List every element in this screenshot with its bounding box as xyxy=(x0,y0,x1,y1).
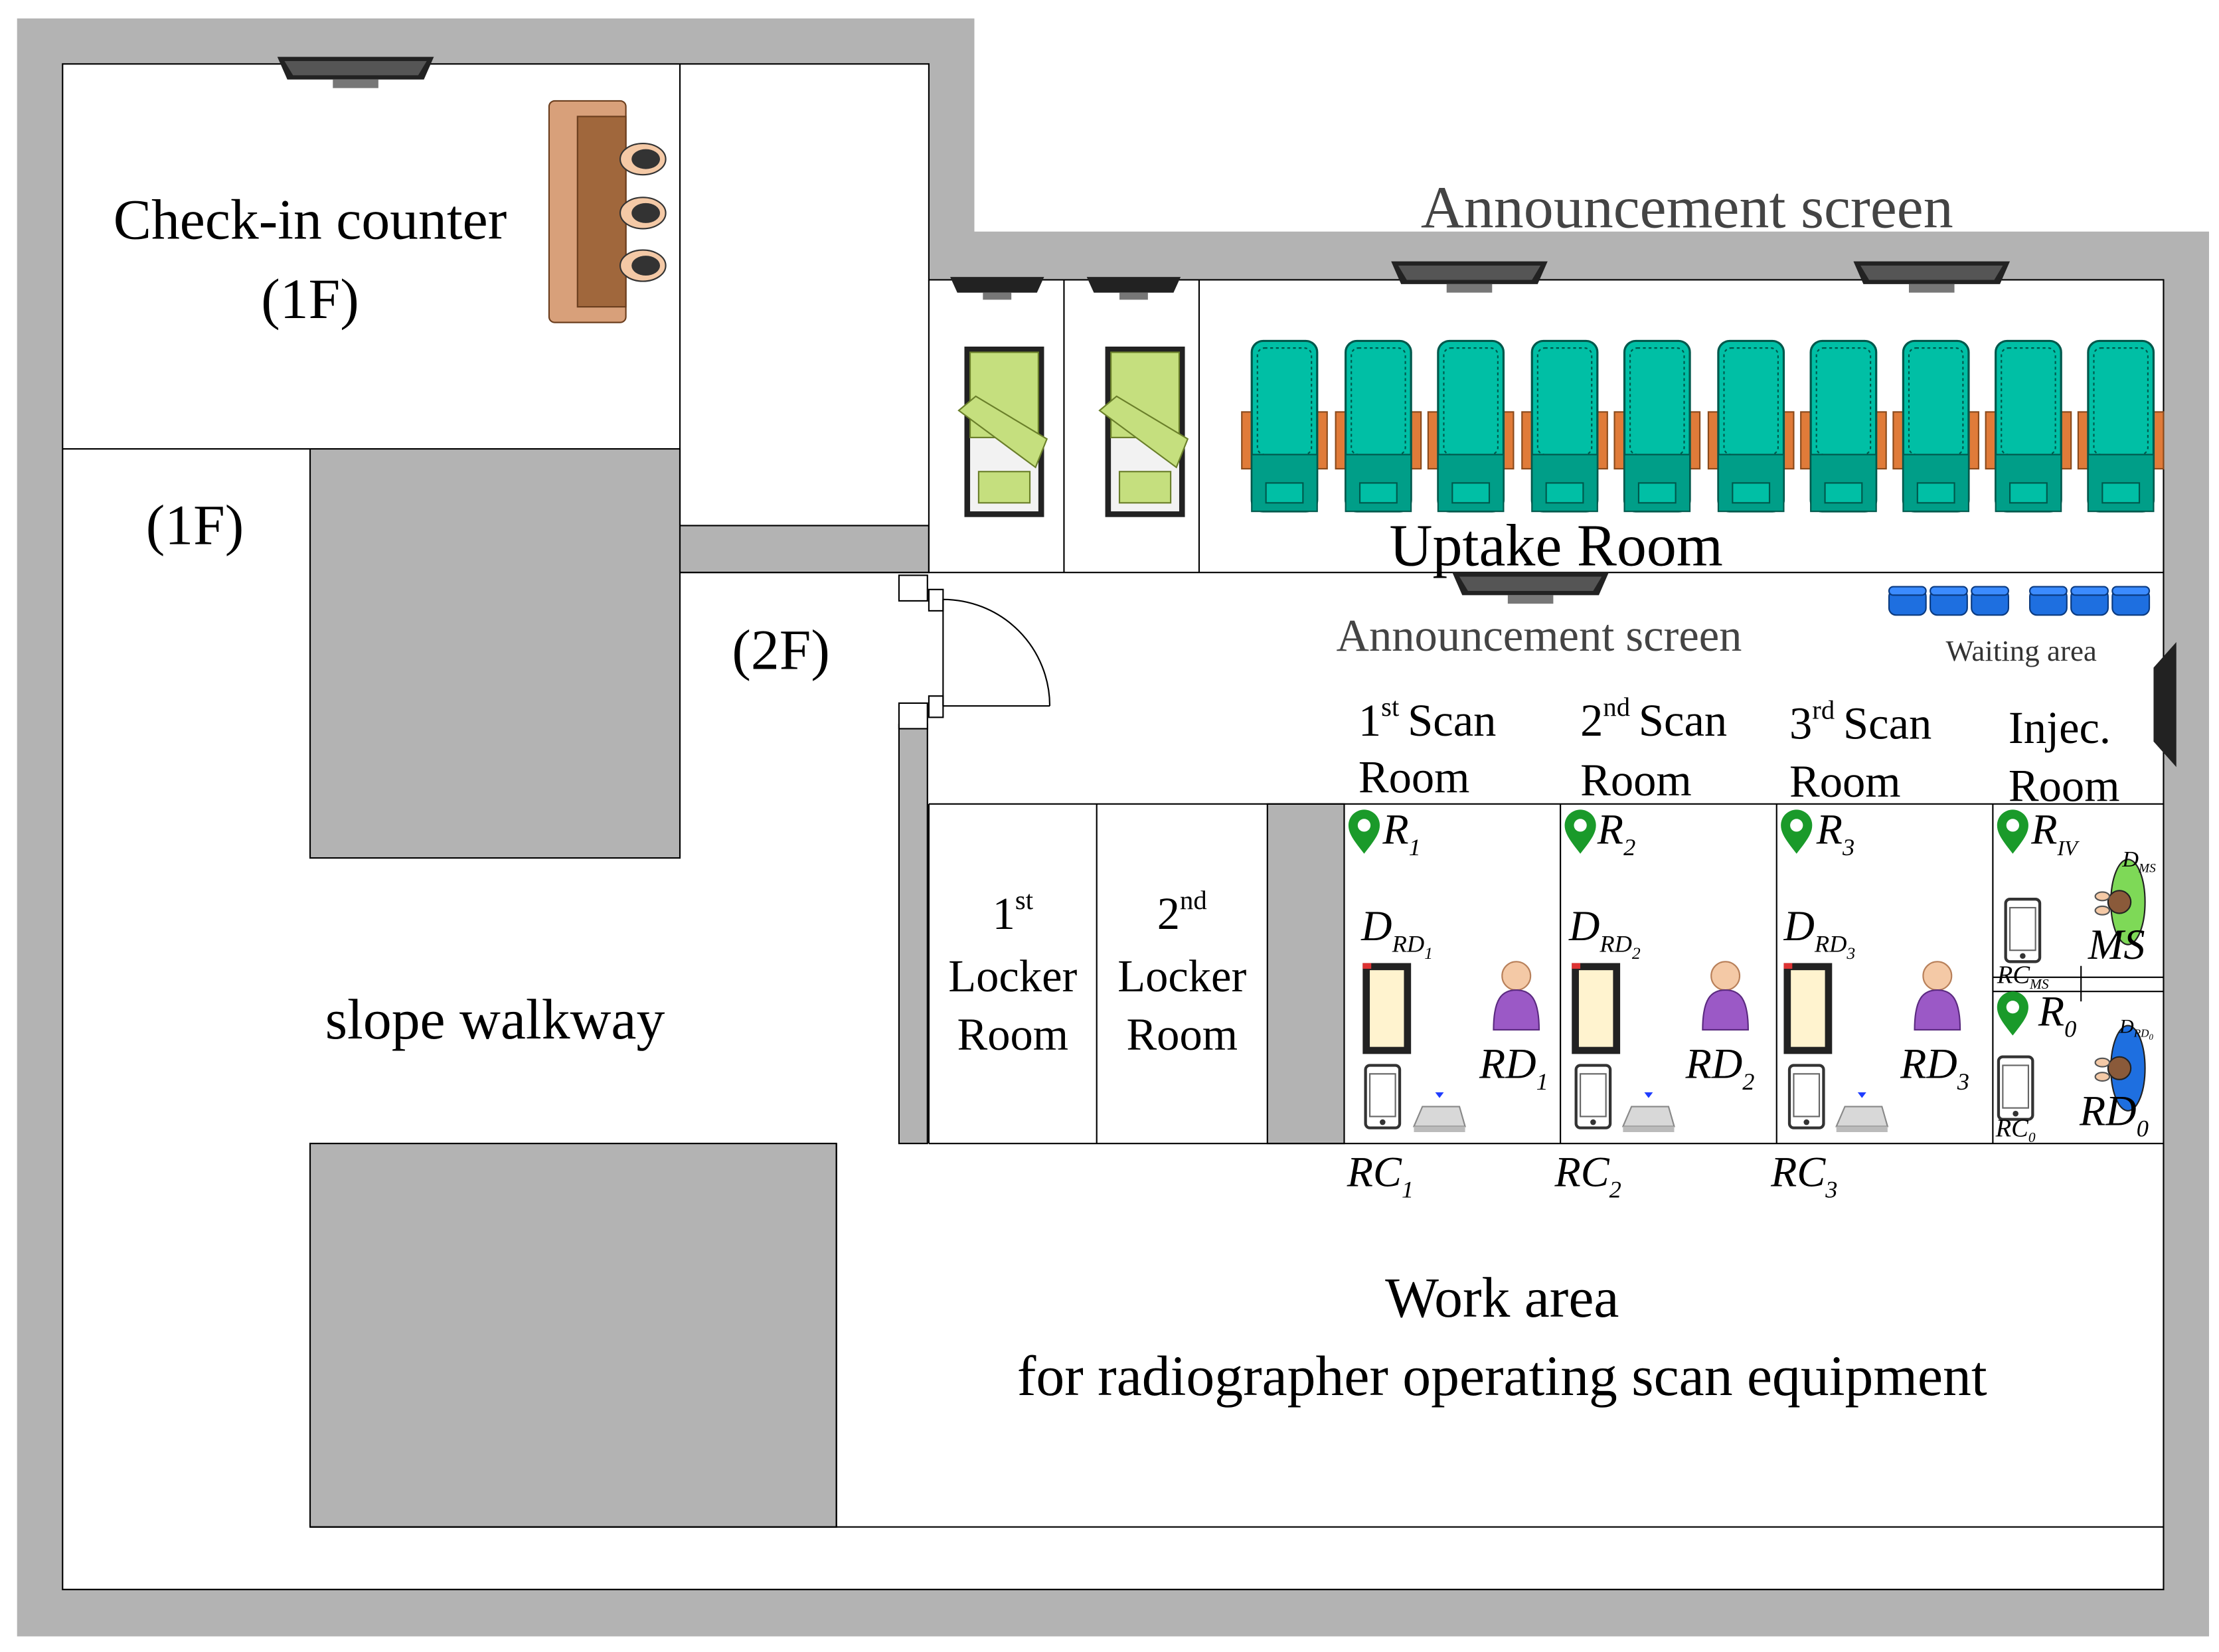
scan-2-D: DRD2 xyxy=(1568,902,1641,963)
injection-room-room: Room xyxy=(2009,761,2120,811)
recliner-chair-icon xyxy=(1613,339,1701,513)
smartphone-icon xyxy=(1999,1057,2032,1119)
waiting-area-label: Waiting area xyxy=(1946,634,2097,667)
bed-icon xyxy=(957,345,1048,518)
scan-room-1-room: Room xyxy=(1358,752,1470,803)
recliner-chair-icon xyxy=(1240,339,1329,513)
scan-2-RC: RC2 xyxy=(1554,1148,1621,1202)
scan-3-RD: RD3 xyxy=(1900,1040,1969,1095)
smartphone-icon xyxy=(2006,899,2040,961)
checkin-counter xyxy=(548,100,667,323)
recliner-chair-icon xyxy=(1892,339,1980,513)
floor-1f-label: (1F) xyxy=(146,493,244,556)
locker-1-word: Locker xyxy=(948,951,1077,1001)
locker-2-word: Locker xyxy=(1117,951,1246,1001)
slope-walkway-label: slope walkway xyxy=(325,988,665,1051)
recliner-chair-icon xyxy=(1985,339,2072,513)
checkin-label: Check-in counter xyxy=(114,188,507,251)
injec-RD0: RD0 xyxy=(2079,1087,2149,1141)
injec-D-ms: DMS xyxy=(2121,847,2156,876)
scan-1-RC: RC1 xyxy=(1347,1148,1414,1202)
scan-room-2-room: Room xyxy=(1580,755,1692,805)
recliner-chair-icon xyxy=(1520,339,1609,513)
injec-RC0: RC0 xyxy=(1995,1114,2036,1145)
recliner-chair-icon xyxy=(1799,339,1888,513)
partition-lines xyxy=(62,64,2164,1528)
scan-3-D: DRD3 xyxy=(1783,902,1855,963)
recliner-chair-icon xyxy=(2077,339,2165,513)
wall-block-1f xyxy=(309,448,681,859)
locker-2-title: 2nd xyxy=(1157,885,1207,939)
smartphone-icon xyxy=(1366,1065,1400,1127)
recliner-chair-icon xyxy=(1427,339,1515,513)
work-area-sub-label: for radiographer operating scan equipmen… xyxy=(1017,1345,1987,1408)
scan-2-RD: RD2 xyxy=(1685,1040,1755,1095)
uptake-room-label: Uptake Room xyxy=(1390,513,1723,578)
scan-1-RD: RD1 xyxy=(1479,1040,1548,1095)
wall-pillar xyxy=(898,723,928,1145)
floor-2f-label: (2F) xyxy=(732,619,830,682)
scan-1-R: R1 xyxy=(1382,806,1420,861)
wall-stub xyxy=(679,525,930,574)
scan-3-R: R3 xyxy=(1816,806,1854,861)
recliner-chair-icon xyxy=(1335,339,1422,513)
detector-icon xyxy=(1572,963,1621,1054)
smartphone-icon xyxy=(1789,1065,1823,1127)
scan-2-R: R2 xyxy=(1597,806,1635,861)
wall-column xyxy=(1266,803,1345,1145)
injection-room-title: Injec. xyxy=(2009,702,2111,753)
locker-2-room: Room xyxy=(1126,1009,1238,1060)
bed-icon xyxy=(1098,345,1189,518)
side-screen-icon xyxy=(2153,641,2177,768)
scan-3-RC: RC3 xyxy=(1770,1148,1837,1202)
door-icon[interactable] xyxy=(898,574,1051,730)
wall-block-work xyxy=(309,1143,837,1528)
injec-RC-ms: RCMS xyxy=(1997,961,2049,992)
work-area-label: Work area xyxy=(1385,1266,1619,1329)
locker-1-title: 1st xyxy=(993,885,1034,939)
checkin-floor-label: (1F) xyxy=(261,268,359,331)
detector-icon xyxy=(1362,963,1412,1054)
locker-1-room: Room xyxy=(957,1009,1069,1060)
scan-room-3-room: Room xyxy=(1789,756,1901,807)
injec-R-iv: RIV xyxy=(2030,806,2080,860)
recliner-chair-icon xyxy=(1707,339,1795,513)
injec-MS: MS xyxy=(2088,921,2145,968)
injection-room-equipment xyxy=(1997,809,2146,1119)
announcement-mid-label: Announcement screen xyxy=(1336,610,1742,661)
smartphone-icon xyxy=(1576,1065,1610,1127)
injec-D-rd0: DRD0 xyxy=(2119,1015,2154,1042)
injec-R0: R0 xyxy=(2038,988,2076,1042)
announcement-top-label: Announcement screen xyxy=(1421,175,1953,240)
scan-1-D: DRD1 xyxy=(1360,902,1433,963)
detector-icon xyxy=(1783,963,1833,1054)
